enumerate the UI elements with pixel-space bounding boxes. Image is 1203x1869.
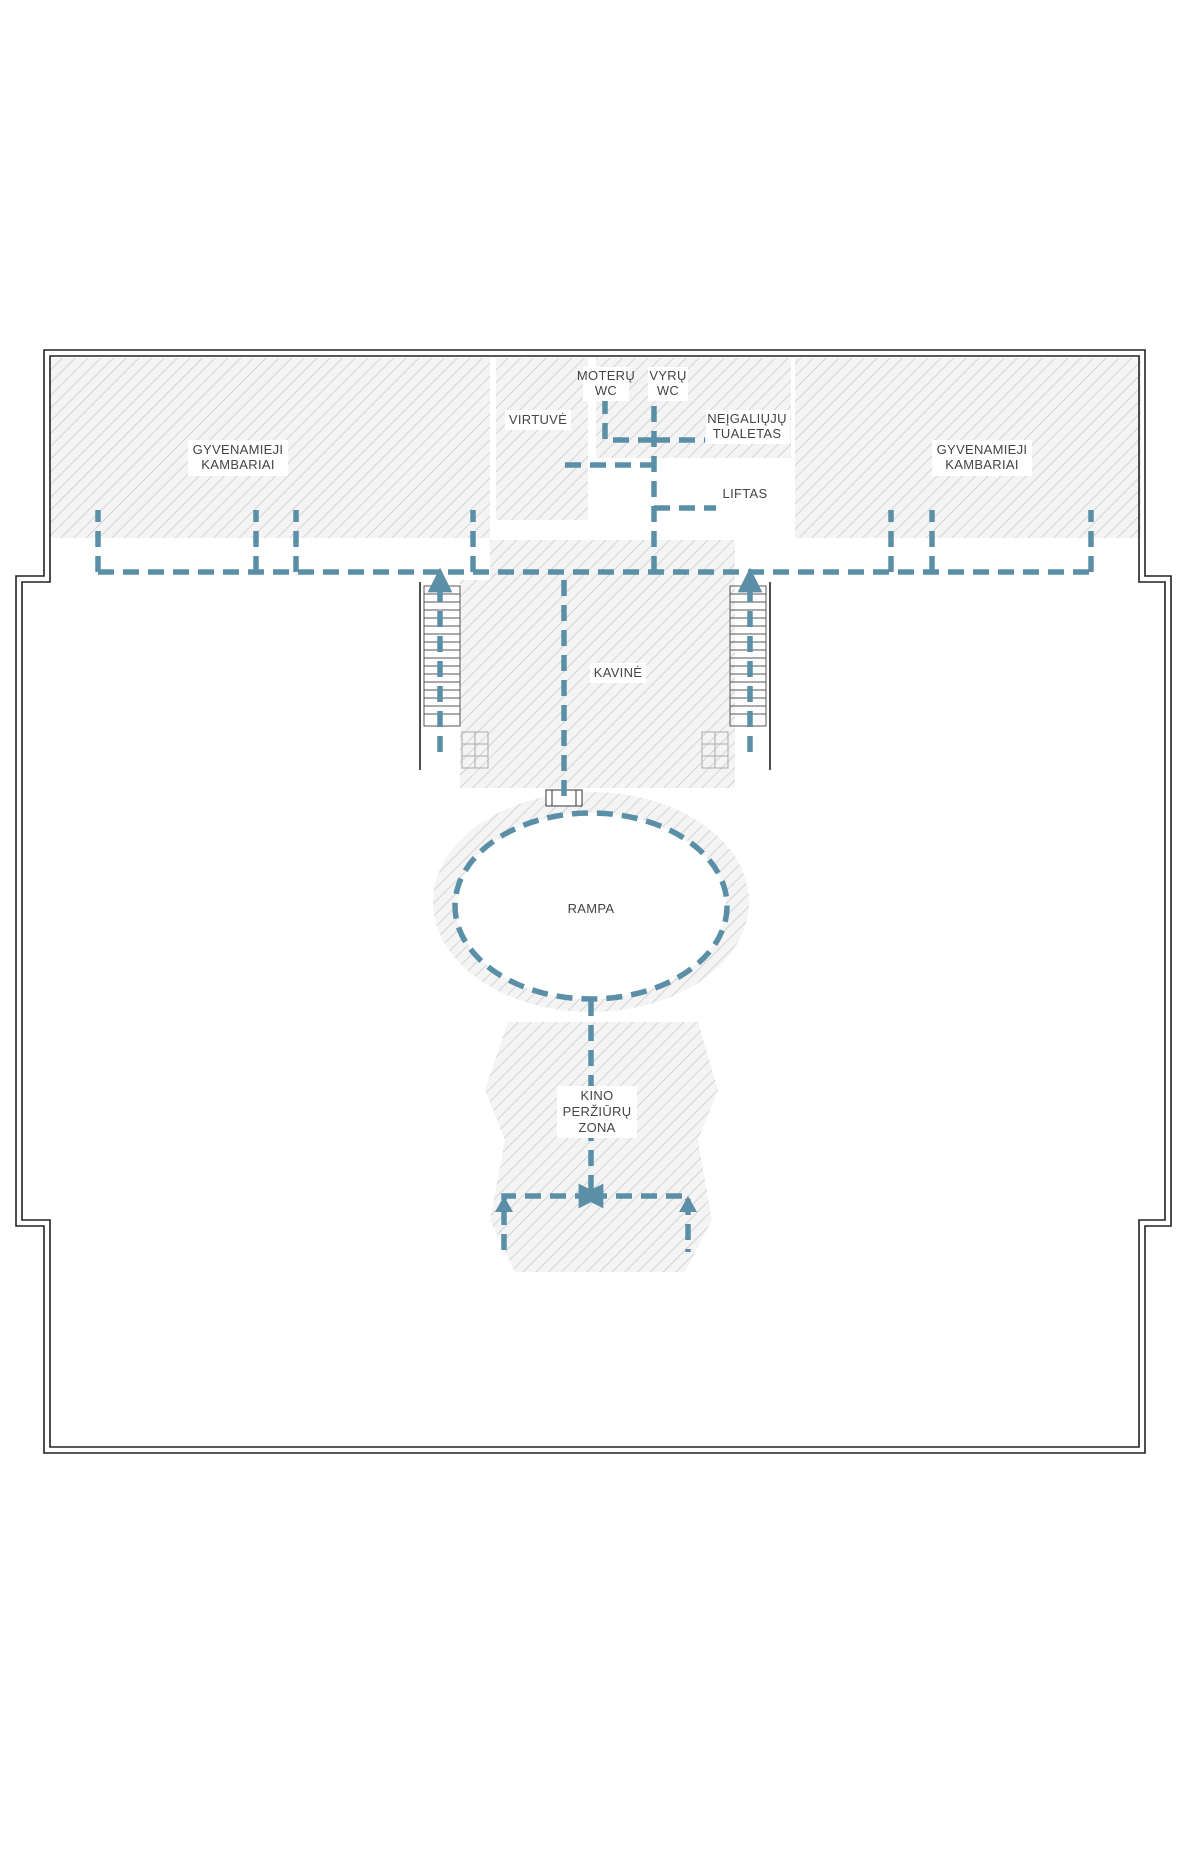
room-labels: GYVENAMIEJI KAMBARIAI GYVENAMIEJI KAMBAR… [193,368,1028,1135]
label-kitchen: VIRTUVĖ [509,412,567,427]
label-cafe: KAVINĖ [594,665,643,680]
label-backgrounds [188,367,1032,1138]
route-ramp-loop [452,810,730,1002]
route-arrowheads [431,576,759,1212]
circulation-routes [95,398,1094,1252]
label-accessible-wc-line2: TUALETAS [713,426,782,441]
zone-cafe [460,580,735,788]
route-cinema-right [578,1183,691,1252]
label-mens-wc-line2: WC [657,383,679,398]
zone-corridor-top [490,540,735,582]
route-womens-wc [602,398,654,443]
label-cinema-line3: ZONA [578,1120,615,1135]
label-cinema-line2: PERŽIŪRŲ [563,1104,632,1119]
label-ramp: RAMPA [568,901,615,916]
label-living-rooms-right-line2: KAMBARIAI [945,457,1019,472]
label-cinema-line1: KINO [581,1088,614,1103]
label-elevator: LIFTAS [723,486,768,501]
label-living-rooms-left-line2: KAMBARIAI [201,457,275,472]
walls [15,349,1172,1454]
outer-wall-outer [15,349,1172,1454]
zone-cinema [485,1022,718,1272]
label-womens-wc-line2: WC [595,383,617,398]
label-living-rooms-left-line1: GYVENAMIEJI [193,442,284,457]
label-living-rooms-right-line1: GYVENAMIEJI [937,442,1028,457]
outer-wall-inner [21,355,1166,1448]
label-mens-wc-line1: VYRŲ [649,368,686,383]
label-womens-wc-line1: MOTERŲ [577,368,635,383]
label-accessible-wc-line1: NEĮGALIŲJŲ [707,411,787,426]
zone-kitchen [496,358,588,520]
